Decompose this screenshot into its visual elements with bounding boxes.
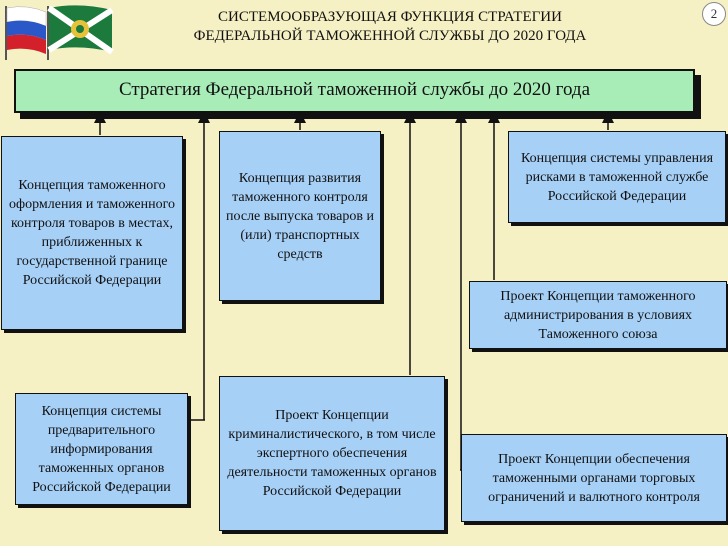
concept-box-customs-union-administration: Проект Концепции таможенного администрир… bbox=[469, 281, 727, 349]
concept-box-border-clearance: Концепция таможенного оформления и тамож… bbox=[1, 136, 183, 330]
concept-box-forensic-support: Проект Концепции криминалистического, в … bbox=[219, 376, 445, 531]
concept-box-label: Концепция развития таможенного контроля … bbox=[226, 170, 374, 262]
concept-box-label: Проект Концепции таможенного администрир… bbox=[500, 288, 696, 342]
slide-title-line-2: ФЕДЕРАЛЬНОЙ ТАМОЖЕННОЙ СЛУЖБЫ ДО 2020 ГО… bbox=[193, 28, 587, 44]
customs-flag-icon bbox=[47, 5, 114, 60]
concept-box-label: Концепция системы управления рисками в т… bbox=[520, 150, 714, 204]
concept-box-label: Концепция системы предварительного инфор… bbox=[32, 403, 171, 495]
page-number-badge: 2 bbox=[702, 2, 726, 26]
slide-title-line-1: СИСТЕМООБРАЗУЮЩАЯ ФУНКЦИЯ СТРАТЕГИИ bbox=[218, 9, 562, 25]
concept-box-risk-management: Концепция системы управления рисками в т… bbox=[508, 131, 726, 223]
concept-box-label: Проект Концепции криминалистического, в … bbox=[227, 408, 437, 499]
russian-flag-icon bbox=[5, 6, 47, 60]
strategy-main-box: Стратегия Федеральной таможенной службы … bbox=[14, 69, 695, 113]
concept-box-pre-arrival-information: Концепция системы предварительного инфор… bbox=[15, 393, 188, 505]
concept-box-label: Проект Концепции обеспечения таможенными… bbox=[488, 451, 700, 505]
slide-title: СИСТЕМООБРАЗУЮЩАЯ ФУНКЦИЯ СТРАТЕГИИ ФЕДЕ… bbox=[120, 8, 660, 46]
concept-box-trade-restrictions-currency-control: Проект Концепции обеспечения таможенными… bbox=[461, 434, 727, 522]
concept-box-label: Концепция таможенного оформления и тамож… bbox=[9, 178, 175, 288]
concept-box-post-release-control: Концепция развития таможенного контроля … bbox=[219, 131, 381, 301]
